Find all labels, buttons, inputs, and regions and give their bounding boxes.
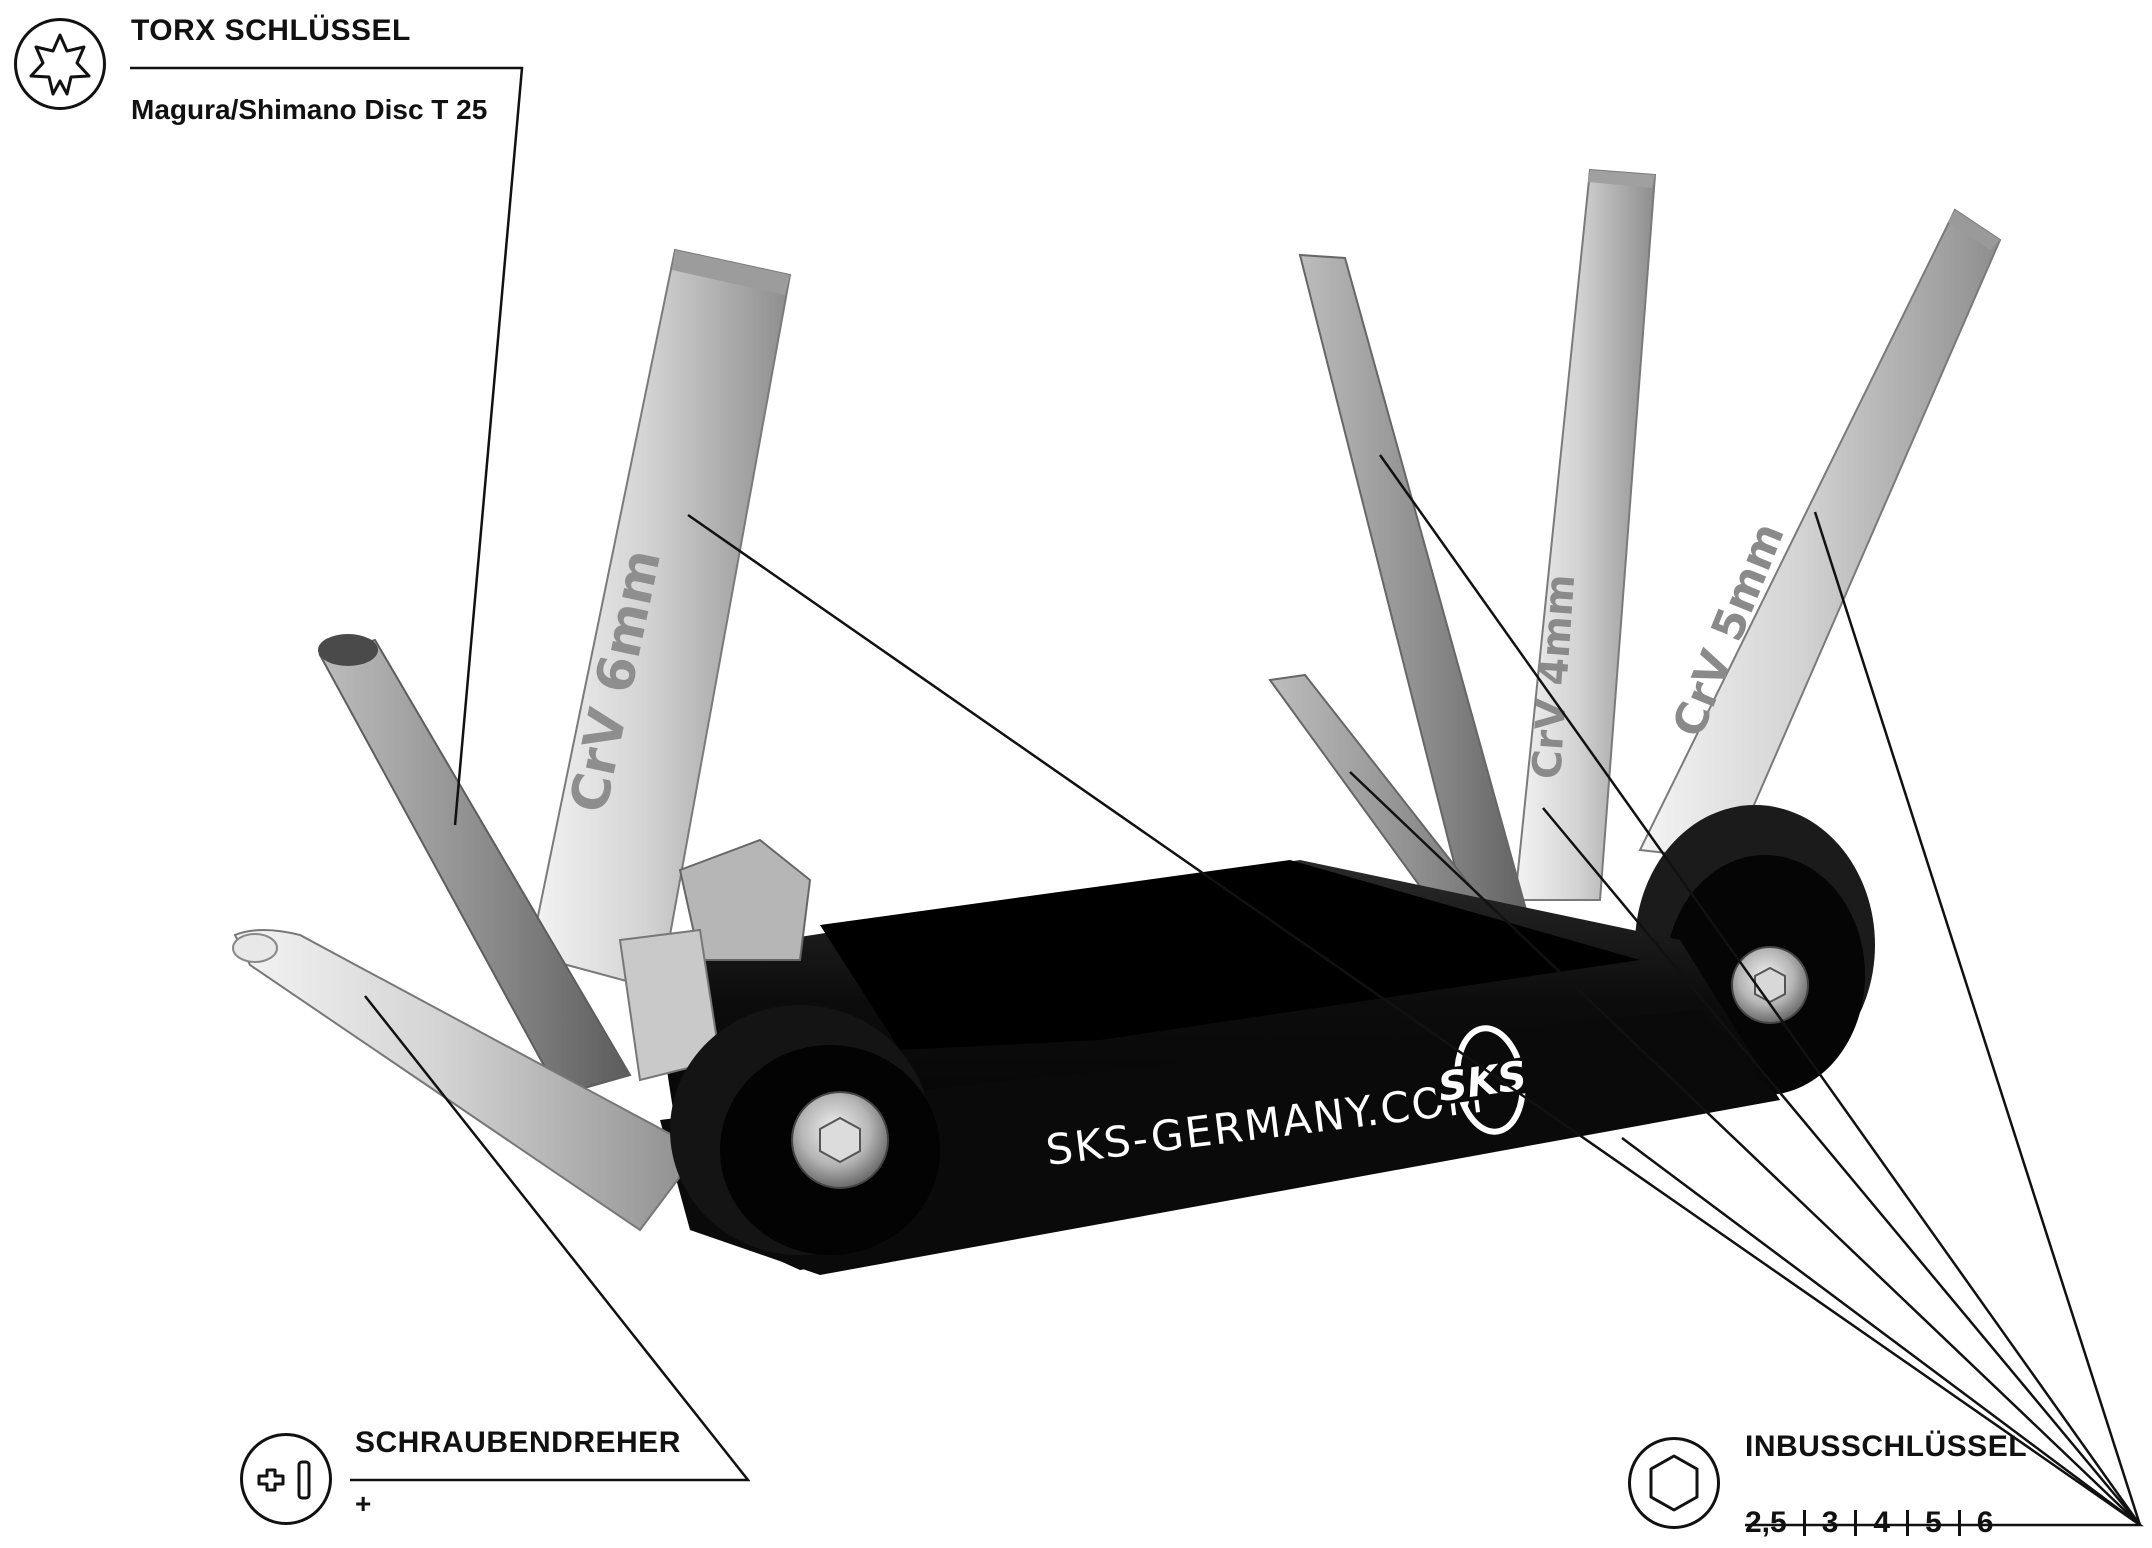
hex-callout-line-3mm [1378, 454, 2142, 1526]
callout-lines [130, 66, 2144, 1527]
torx-subtitle: Magura/Shimano Disc T 25 [131, 94, 488, 125]
size-separator [1802, 1510, 1806, 1536]
size-separator [1854, 1510, 1858, 1536]
screwdriver-callout-line [350, 995, 751, 1482]
phillips-slot-icon [257, 1460, 311, 1500]
torx-title: TORX SCHLÜSSEL [131, 14, 411, 47]
hex-size-2-5: 2,5 [1745, 1506, 1787, 1539]
hex-icon-badge [1628, 1437, 1720, 1529]
hex-callout-line-4mm [1542, 807, 2141, 1526]
hex-key-4mm: CrV 4mm [1513, 168, 1657, 901]
screwdriver-subtitle: + [355, 1488, 372, 1519]
hex-callout-line-2-5mm [1349, 771, 2141, 1526]
hexagon-icon [1649, 1454, 1699, 1512]
hex-key-5mm: CrV 5mm [1638, 208, 2002, 862]
hex-size-4: 4 [1873, 1506, 1891, 1539]
size-separator [1906, 1510, 1910, 1536]
torx-callout-line [130, 66, 524, 826]
hex-title: INBUSSCHLÜSSEL [1745, 1430, 2028, 1463]
hex-size-6: 6 [1976, 1506, 1994, 1539]
hex-size-5: 5 [1925, 1506, 1942, 1539]
screwdriver-icon-badge [240, 1433, 332, 1525]
hex-sizes: 2,5 3 4 5 6 [1745, 1506, 1993, 1540]
hex-size-3: 3 [1821, 1506, 1839, 1539]
torx-icon-badge [14, 18, 106, 110]
screwdriver-title: SCHRAUBENDREHER [355, 1426, 681, 1459]
hex-callout-line-body [1621, 1136, 2141, 1527]
left-clamp [618, 838, 812, 1082]
size-separator [1957, 1510, 1961, 1536]
screwdriver-blade [232, 929, 702, 1232]
hex-callout-line-5mm [1813, 511, 2142, 1526]
left-pivot-housing [670, 1005, 940, 1255]
torx-star-icon [29, 33, 91, 96]
torx-bit [318, 634, 632, 1097]
